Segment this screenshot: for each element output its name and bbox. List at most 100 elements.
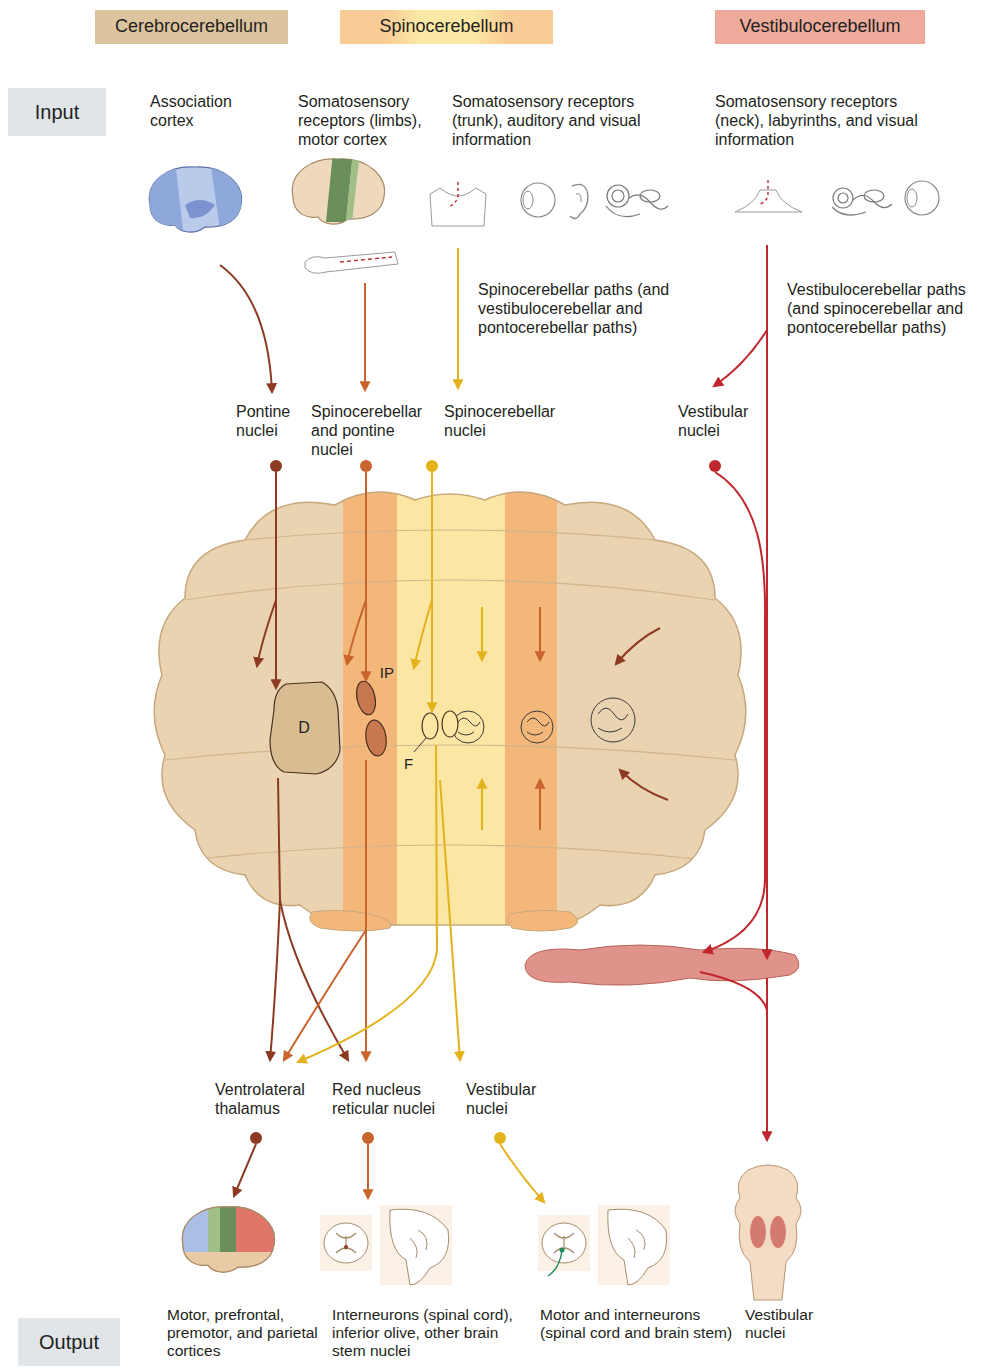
association-cortex-brain [145, 160, 183, 230]
cerebellum-body [165, 745, 735, 760]
pathway-arrows [640, 630, 658, 696]
pathway-arrows [234, 245, 767, 1202]
fastigial-leader [414, 738, 426, 752]
brain-stem-section [380, 1205, 452, 1285]
trunk-icon [430, 182, 486, 226]
text-label: Vestibular nuclei [466, 1080, 558, 1118]
nucleus-outline [422, 713, 438, 739]
cortex-lobule-icon [521, 711, 553, 743]
pathway-arrows [641, 630, 658, 694]
pathway-arrows [766, 978, 768, 1140]
input-arrows [714, 330, 767, 386]
brain-stem-section [608, 1209, 667, 1285]
dentate-nucleus: D [266, 680, 342, 776]
pathway-arrows [539, 607, 541, 660]
labyrinth-icon [838, 193, 848, 203]
pathway-arrows [270, 778, 280, 1060]
interposed-nucleus: IP [352, 664, 394, 764]
text-label: Somatosensory receptors (limbs), motor c… [298, 92, 448, 149]
pathway-arrows [481, 607, 483, 660]
output-cortex-brain [178, 1200, 281, 1282]
text-label: Spinocerebellar and pontine nuclei [311, 402, 439, 459]
input-arrows [220, 248, 767, 392]
brain-stem-dorsal-view [770, 1216, 786, 1248]
fastigial-nucleus: F [398, 708, 460, 772]
brain-stem-section [598, 1205, 670, 1285]
output-cortex-brain [178, 1252, 278, 1282]
arm-icon [305, 252, 398, 273]
cerebellum-body [310, 910, 391, 931]
association-cortex-brain [145, 160, 245, 232]
row-header: Input [8, 88, 106, 136]
text-label: Pontine nuclei [236, 402, 308, 440]
nucleus-outline [354, 680, 379, 717]
text-label: Ventrolateral thalamus [215, 1080, 327, 1118]
cerebellum-body [343, 470, 397, 940]
flocculonodular-lobe [525, 945, 799, 985]
pathway-arrows [431, 472, 433, 711]
pathway-arrows [700, 972, 767, 1010]
spinal-cord-section [320, 1215, 372, 1271]
pathway-arrows [642, 630, 658, 694]
cerebellum-body [140, 470, 760, 940]
pathway-arrows [766, 245, 768, 958]
relay-dots [270, 460, 282, 472]
cerebellum-body [140, 470, 760, 940]
spinal-cord-section [538, 1215, 590, 1276]
brain-stem-section [380, 1205, 452, 1285]
relay-dots [362, 1132, 374, 1144]
text-label: Motor and interneurons (spinal cord and … [540, 1306, 736, 1342]
spinal-cord-section [560, 1248, 565, 1253]
text-label: Spinocerebellar nuclei [444, 402, 574, 440]
trunk-icon [430, 188, 486, 226]
relay-dots [250, 460, 721, 1144]
cerebellum-body [140, 470, 760, 940]
neck-icon [760, 180, 768, 204]
relay-dots [709, 460, 721, 472]
output-cortex-brain [178, 1200, 281, 1282]
nucleus-outline [364, 719, 389, 757]
pathway-arrows [640, 632, 658, 696]
text-label: Vestibular nuclei [745, 1306, 831, 1342]
text-label: Association cortex [150, 92, 260, 130]
pathway-arrows [414, 600, 432, 668]
region-header: Cerebrocerebellum [95, 10, 288, 44]
pathway-arrows [257, 600, 276, 666]
trunk-icon [450, 182, 458, 206]
labyrinth-icon [640, 190, 660, 202]
ear-icon [570, 184, 588, 218]
pathway-arrows [365, 760, 367, 1060]
nucleus-outline [442, 711, 458, 737]
motor-cortex-brain [346, 152, 360, 222]
pathway-arrows [642, 630, 660, 692]
eye-icon [521, 183, 555, 217]
brain-stem-dorsal-view [735, 1165, 801, 1300]
brain-stem-dorsal-view [750, 1216, 766, 1248]
pathway-arrows [640, 630, 658, 696]
ear-icon [570, 184, 588, 218]
cortex-lobule-icon [527, 718, 549, 735]
labyrinth-icon [832, 188, 892, 215]
association-cortex-brain [185, 200, 215, 218]
labyrinth-icon [606, 206, 640, 217]
motor-cortex-brain [326, 152, 360, 222]
spinal-cord-section [548, 1250, 562, 1276]
labyrinth-icon [833, 188, 853, 208]
input-arrows [220, 265, 272, 392]
association-cortex-brain [145, 160, 245, 230]
pathway-arrows [704, 472, 765, 952]
pathway-arrows [632, 630, 657, 696]
pathway-arrows [481, 780, 483, 830]
brain-stem-section [598, 1205, 670, 1285]
node-label: Input [35, 100, 79, 124]
relay-dots [494, 1132, 506, 1144]
pathway-arrows [365, 472, 367, 680]
spinal-cord-section [324, 1223, 368, 1263]
row-header: Output [18, 1318, 120, 1366]
spinal-cord-section [554, 1233, 574, 1253]
relay-dots [250, 1132, 262, 1144]
node-label: Output [39, 1330, 99, 1354]
brain-stem-dorsal-view [735, 1165, 801, 1300]
pathway-arrows [367, 1144, 369, 1198]
